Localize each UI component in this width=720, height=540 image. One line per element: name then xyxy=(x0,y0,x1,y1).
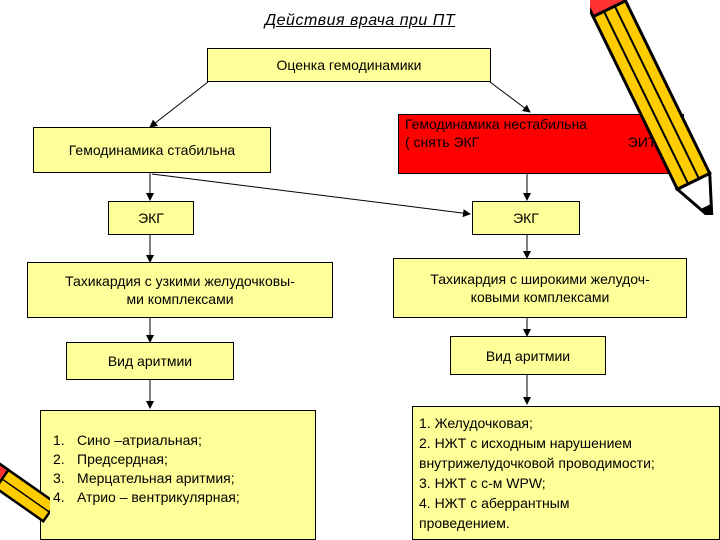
list-item: 4.Атрио – вентрикулярная; xyxy=(53,489,240,505)
list-item: 4. НЖТ с аберрантным xyxy=(419,495,570,511)
arrow-to-unstable xyxy=(489,81,531,113)
unstable-line1: Гемодинамика нестабильна xyxy=(405,116,587,132)
pencil-icon xyxy=(0,461,50,523)
assessment-box: Оценка гемодинамики xyxy=(207,48,491,82)
stable-box: Гемодинамика стабильна xyxy=(33,127,271,173)
list-item: 1. Желудочковая; xyxy=(419,415,533,431)
list-item: проведением. xyxy=(419,515,510,531)
unstable-line2a: ( снять ЭКГ xyxy=(405,134,480,150)
arrow-to-stable xyxy=(149,81,209,128)
narrow-complex-box: Тахикардия с узкими желудочковы- ми комп… xyxy=(27,262,333,318)
arrhythmia-type-right-box: Вид аритмии xyxy=(450,336,606,375)
list-item: 2. НЖТ с исходным нарушением xyxy=(419,435,632,451)
arrow-cross xyxy=(151,173,471,218)
list-item: 1.Сино –атриальная; xyxy=(53,432,202,448)
wide-complex-box: Тахикардия с широкими желудоч- ковыми ко… xyxy=(393,258,687,318)
pencil-icon xyxy=(590,0,714,215)
ecg-left-box: ЭКГ xyxy=(108,201,194,235)
list-item: 3. НЖТ с с-м WPW; xyxy=(419,475,546,491)
arrhythmia-type-left-box: Вид аритмии xyxy=(66,342,234,380)
list-item: 3.Мерцательная аритмия; xyxy=(53,470,235,486)
list-item: 2.Предсердная; xyxy=(53,451,168,467)
wide-arrhythmia-list: 1. Желудочковая; 2. НЖТ с исходным наруш… xyxy=(412,406,720,540)
list-item: внутрижелудочковой проводимости; xyxy=(419,455,655,471)
ecg-right-box: ЭКГ xyxy=(472,201,580,235)
narrow-arrhythmia-list: 1.Сино –атриальная; 2.Предсердная; 3.Мер… xyxy=(40,410,316,540)
page-title: Действия врача при ПТ xyxy=(264,12,456,29)
